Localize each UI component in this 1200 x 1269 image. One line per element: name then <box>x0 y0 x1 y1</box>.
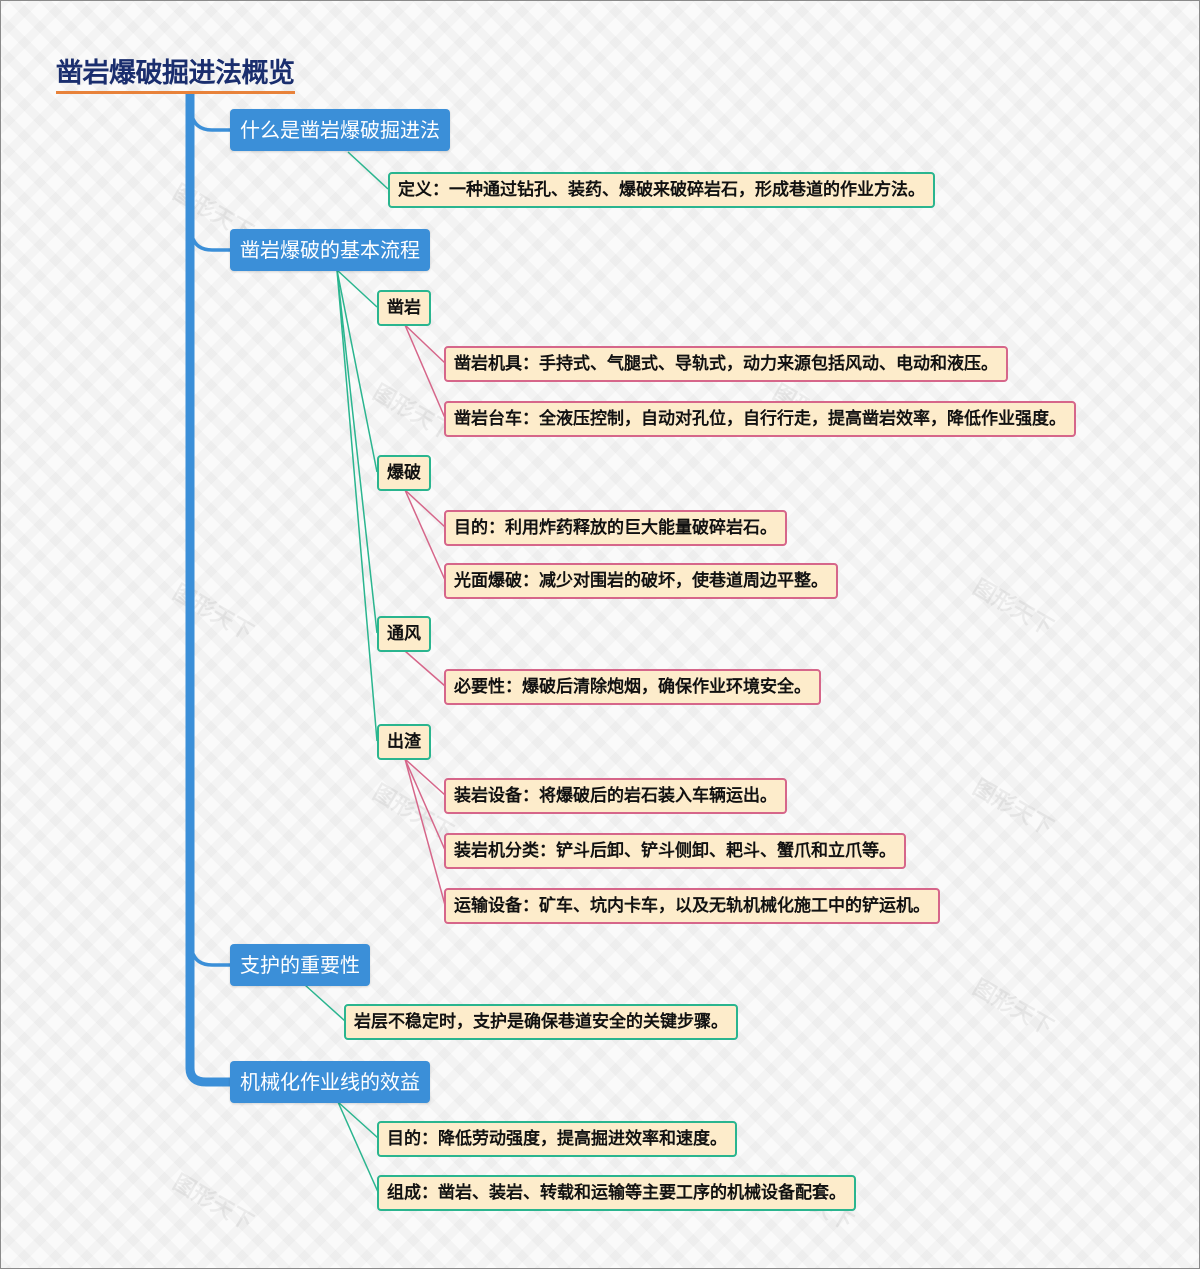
subtopic-node-mucking[interactable]: 出渣 <box>377 724 431 760</box>
subtopic-node-drilling[interactable]: 凿岩 <box>377 290 431 326</box>
leaf-node-loader-types[interactable]: 装岩机分类：铲斗后卸、铲斗侧卸、耙斗、蟹爪和立爪等。 <box>444 833 906 869</box>
branch-node-support-importance[interactable]: 支护的重要性 <box>230 944 370 986</box>
branch-node-basic-process[interactable]: 凿岩爆破的基本流程 <box>230 229 430 271</box>
branch-node-what-is[interactable]: 什么是凿岩爆破掘进法 <box>230 109 450 151</box>
mindmap-root-title[interactable]: 凿岩爆破掘进法概览 <box>56 57 295 94</box>
leaf-node-drilling-jumbo[interactable]: 凿岩台车：全液压控制，自动对孔位，自行行走，提高凿岩效率，降低作业强度。 <box>444 401 1076 437</box>
leaf-node-definition[interactable]: 定义：一种通过钻孔、装药、爆破来破碎岩石，形成巷道的作业方法。 <box>388 172 935 208</box>
leaf-node-mechanization-composition[interactable]: 组成：凿岩、装岩、转载和运输等主要工序的机械设备配套。 <box>377 1175 856 1211</box>
leaf-node-drilling-tools[interactable]: 凿岩机具：手持式、气腿式、导轨式，动力来源包括风动、电动和液压。 <box>444 346 1008 382</box>
leaf-node-mechanization-purpose[interactable]: 目的：降低劳动强度，提高掘进效率和速度。 <box>377 1121 737 1157</box>
leaf-node-loading-equipment[interactable]: 装岩设备：将爆破后的岩石装入车辆运出。 <box>444 778 787 814</box>
subtopic-node-ventilation[interactable]: 通风 <box>377 616 431 652</box>
branch-node-mechanization-benefits[interactable]: 机械化作业线的效益 <box>230 1061 430 1103</box>
leaf-node-ventilation-necessity[interactable]: 必要性：爆破后清除炮烟，确保作业环境安全。 <box>444 669 821 705</box>
subtopic-node-blasting[interactable]: 爆破 <box>377 455 431 491</box>
leaf-node-smooth-blasting[interactable]: 光面爆破：减少对围岩的破坏，使巷道周边平整。 <box>444 563 838 599</box>
leaf-node-transport-equipment[interactable]: 运输设备：矿车、坑内卡车，以及无轨机械化施工中的铲运机。 <box>444 888 940 924</box>
leaf-node-blasting-purpose[interactable]: 目的：利用炸药释放的巨大能量破碎岩石。 <box>444 510 787 546</box>
leaf-node-support-key-step[interactable]: 岩层不稳定时，支护是确保巷道安全的关键步骤。 <box>344 1004 738 1040</box>
